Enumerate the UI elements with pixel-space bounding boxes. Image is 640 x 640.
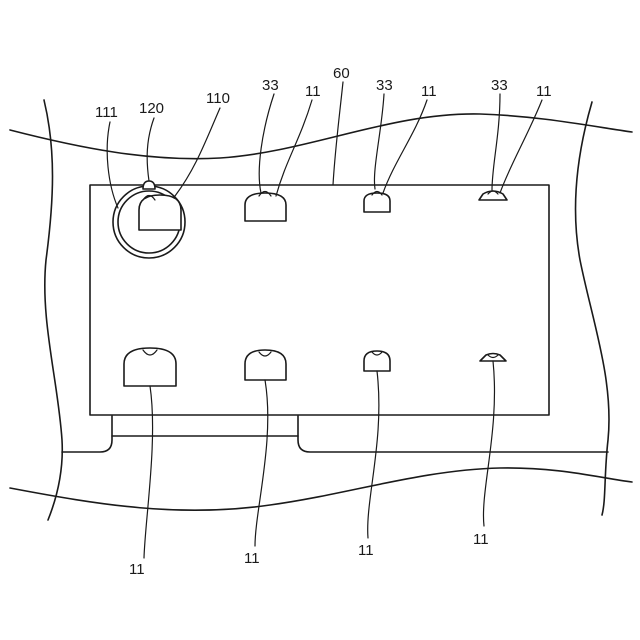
bottom-wavy-edge [10,468,632,510]
label-33a: 33 [262,77,279,94]
label-11d: 11 [129,561,145,578]
label-110: 110 [206,90,230,107]
label-11g: 11 [473,531,489,548]
right-wavy-edge [576,102,609,515]
leader-33b [374,94,384,189]
leader-33a [259,94,274,193]
top-terminal-3 [364,193,390,212]
label-111: 111 [95,104,118,121]
bottom-terminal-2 [245,350,286,380]
bottom-terminal-3 [364,351,390,371]
leader-11b [383,100,427,193]
left-wavy-edge [44,100,62,520]
boss-120 [143,181,155,189]
top-terminal-1 [139,195,181,230]
floor-right [298,416,608,452]
label-11c: 11 [536,83,552,100]
leader-11c [500,100,542,193]
top-terminal-2 [245,193,286,221]
leader-11a [276,100,312,196]
label-11e: 11 [244,550,260,567]
label-11f: 11 [358,542,374,559]
leader-33c [492,94,500,190]
floor-left [62,416,112,452]
bottom-terminal-1 [124,348,176,386]
leader-110 [175,108,220,196]
label-120: 120 [139,100,164,117]
label-60: 60 [333,65,350,82]
leader-60 [333,82,343,185]
leader-120 [147,118,154,181]
label-11a: 11 [305,83,321,100]
label-33b: 33 [376,77,393,94]
label-11b: 11 [421,83,437,100]
label-33c: 33 [491,77,508,94]
